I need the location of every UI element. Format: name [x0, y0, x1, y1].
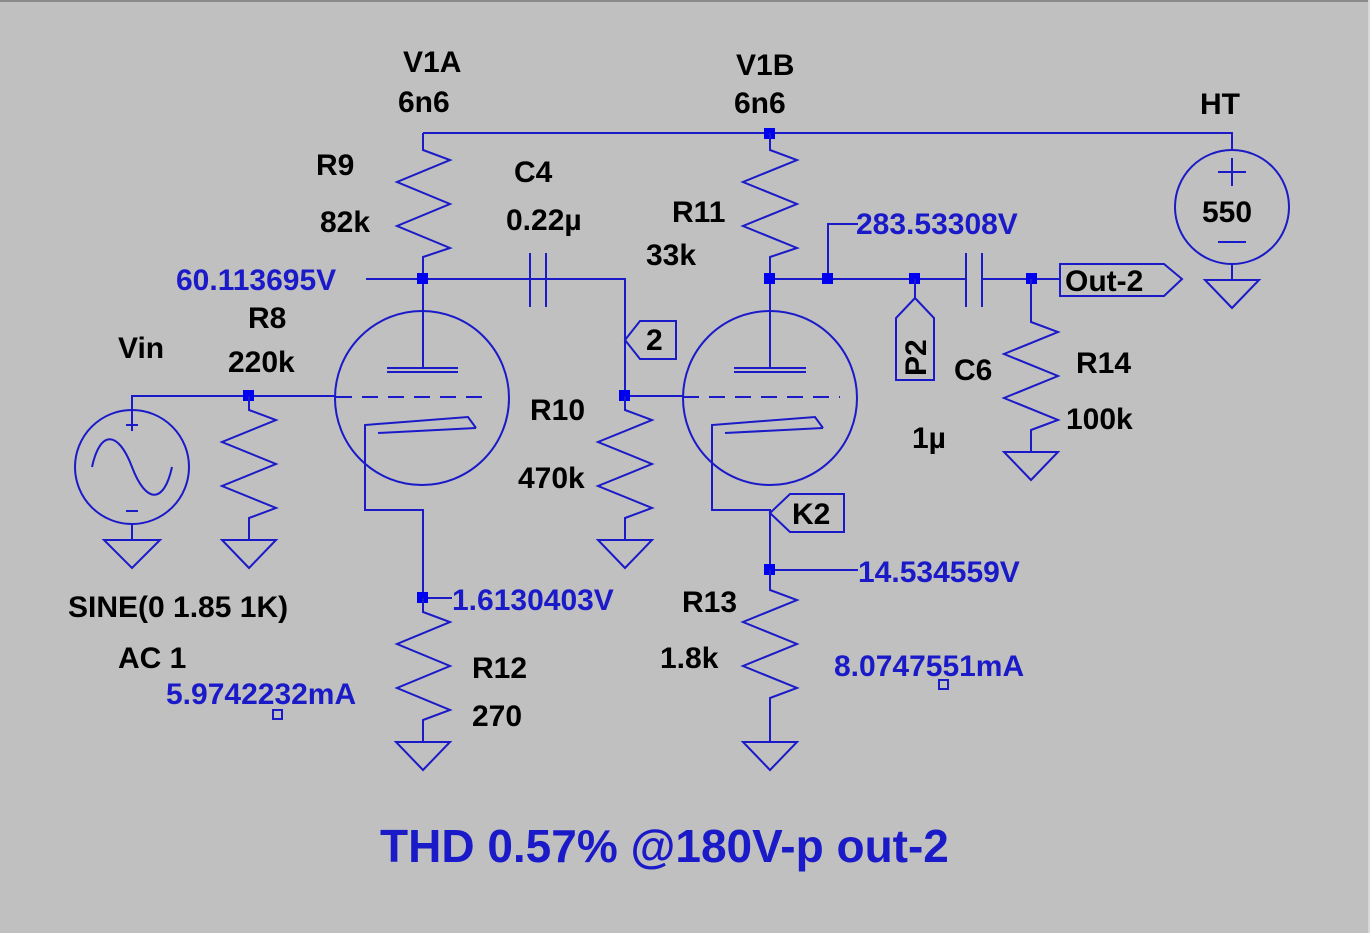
schematic-comment-title: THD 0.57% @180V-p out-2: [380, 820, 949, 872]
v1b-plate-probe-wire: [827, 223, 858, 279]
vin-ground-symbol: [101, 539, 163, 570]
r12-ground-symbol: [393, 741, 453, 772]
out-net-label: Out-2: [1065, 265, 1143, 298]
r14-resistor[interactable]: [1001, 279, 1061, 452]
vin-to-grid1-wire[interactable]: [131, 395, 336, 420]
p2-net-label: P2: [900, 339, 933, 376]
v1b-cathode-wire[interactable]: [711, 436, 771, 570]
window-top-border: [0, 0, 1370, 2]
v1a-current: 5.9742232mA: [166, 678, 356, 711]
c4-name: C4: [514, 156, 553, 189]
v1b-plate-probe-junction: [822, 273, 833, 284]
v1a-plate-voltage: 60.113695V: [176, 264, 336, 297]
k2-net-flag[interactable]: [768, 493, 845, 533]
ht-source[interactable]: [1174, 149, 1290, 280]
grid1-junction: [243, 390, 254, 401]
window-right-border: [1368, 0, 1370, 933]
v1b-model: 6n6: [734, 87, 786, 120]
c4-to-grid2-wire: [546, 278, 626, 396]
grid2-net-flag[interactable]: [623, 320, 677, 360]
r14-name: R14: [1076, 347, 1131, 380]
v1a-cathode-wire[interactable]: [364, 436, 424, 598]
v1a-tube[interactable]: [334, 310, 510, 486]
k2-net-label: K2: [792, 498, 830, 531]
r12-value: 270: [472, 700, 522, 733]
ht-name: HT: [1200, 88, 1240, 121]
r12-name: R12: [472, 652, 527, 685]
p2-junction: [909, 273, 920, 284]
r8-resistor[interactable]: [219, 396, 279, 540]
ht-value: 550: [1202, 196, 1252, 229]
ht-ground-symbol: [1202, 279, 1262, 310]
v1a-cathode-junction: [417, 592, 428, 603]
grid2-net-label: 2: [646, 324, 663, 357]
r10-ground-symbol: [595, 539, 655, 570]
c6-capacitor[interactable]: [965, 253, 983, 307]
vin-source[interactable]: [74, 409, 190, 540]
out-net-flag[interactable]: [1059, 263, 1184, 297]
r12-resistor[interactable]: [394, 598, 453, 742]
r13-name: R13: [682, 586, 737, 619]
r10-resistor[interactable]: [595, 396, 655, 540]
r14-ground-symbol: [1001, 451, 1061, 482]
r13-value: 1.8k: [660, 642, 719, 675]
v1a-name: V1A: [403, 46, 461, 79]
r9-resistor[interactable]: [394, 133, 453, 279]
r14-value: 100k: [1066, 403, 1133, 436]
grid2-junction: [619, 390, 630, 401]
r13-resistor[interactable]: [740, 570, 800, 742]
r10-name: R10: [530, 394, 585, 427]
vin-ac: AC 1: [118, 642, 186, 675]
v1a-plate-junction: [417, 273, 428, 284]
r11-name: R11: [672, 196, 725, 229]
v1b-plate-junction: [764, 273, 775, 284]
out-junction: [1026, 273, 1037, 284]
v1b-cathode-voltage: 14.534559V: [858, 556, 1020, 589]
v1b-current-cursor: [938, 679, 949, 690]
vin-name: Vin: [118, 332, 164, 365]
r9-name: R9: [316, 149, 354, 182]
c6-value: 1µ: [912, 422, 946, 455]
r10-value: 470k: [518, 462, 585, 495]
v1b-current: 8.0747551mA: [834, 650, 1024, 683]
c6-name: C6: [954, 354, 992, 387]
v1b-cathode-junction: [764, 564, 775, 575]
r13-ground-symbol: [740, 741, 800, 772]
r8-ground-symbol: [219, 539, 279, 570]
r11-value: 33k: [646, 239, 696, 272]
v1b-name: V1B: [736, 49, 794, 82]
v1a-model: 6n6: [398, 86, 450, 119]
v1a-current-cursor: [272, 709, 283, 720]
r9-value: 82k: [320, 206, 370, 239]
r8-name: R8: [248, 302, 286, 335]
v1b-plate-voltage: 283.53308V: [856, 208, 1018, 241]
p2-net-flag[interactable]: [895, 296, 935, 381]
r8-value: 220k: [228, 346, 295, 379]
vin-function: SINE(0 1.85 1K): [68, 591, 288, 624]
r11-resistor[interactable]: [740, 133, 800, 279]
c4-value: 0.22µ: [506, 204, 582, 237]
v1a-cathode-voltage: 1.6130403V: [452, 584, 614, 617]
ht-rail-wire[interactable]: [423, 132, 1233, 150]
